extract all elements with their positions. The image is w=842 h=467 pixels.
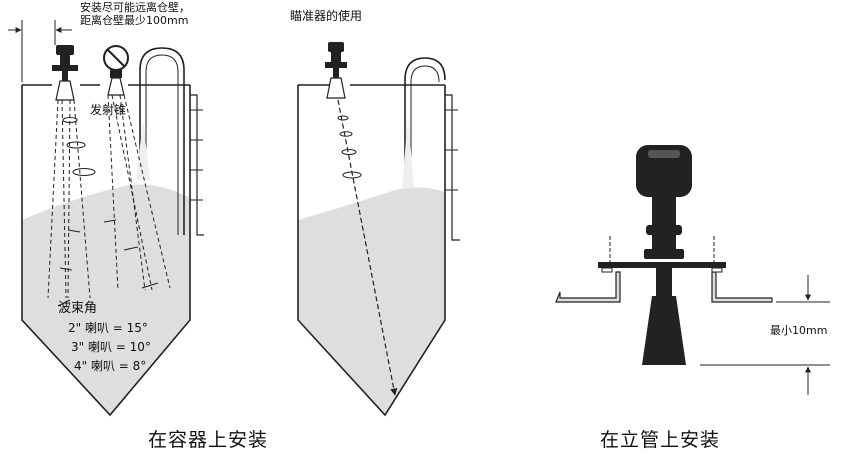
radar-device-correct <box>52 45 78 101</box>
caption-standpipe: 在立管上安装 <box>600 429 721 451</box>
middle-vessel <box>297 57 460 417</box>
wall-distance-note-line2: 距离仓壁最少100mm <box>80 14 189 27</box>
radar-device-aiming <box>325 42 347 99</box>
beam-ellipses-left <box>57 116 159 307</box>
min-distance-dimension <box>700 275 830 395</box>
radar-device-prohibited <box>103 45 129 96</box>
beam-cone-left <box>47 94 171 299</box>
beam-angle-4in: 4" 喇叭 = 8° <box>74 359 147 373</box>
standpipe-mount <box>555 236 773 303</box>
wall-distance-note-line1: 安装尽可能远离仓壁， <box>80 1 190 14</box>
beam-angle-2in: 2" 喇叭 = 15° <box>68 321 148 335</box>
beam-angle-3in: 3" 喇叭 = 10° <box>71 340 151 354</box>
min-distance-label: 最小10mm <box>770 324 828 337</box>
beam-angle-title: 波束角 <box>58 301 98 316</box>
caption-vessel: 在容器上安装 <box>148 429 269 451</box>
wall-distance-dimension <box>8 20 72 82</box>
aiming-title: 瞄准器的使用 <box>290 9 363 23</box>
cone-label: 发射锥 <box>90 103 127 117</box>
left-vessel <box>21 47 204 417</box>
radar-device-standpipe <box>636 145 692 365</box>
aiming-beam <box>337 99 398 396</box>
